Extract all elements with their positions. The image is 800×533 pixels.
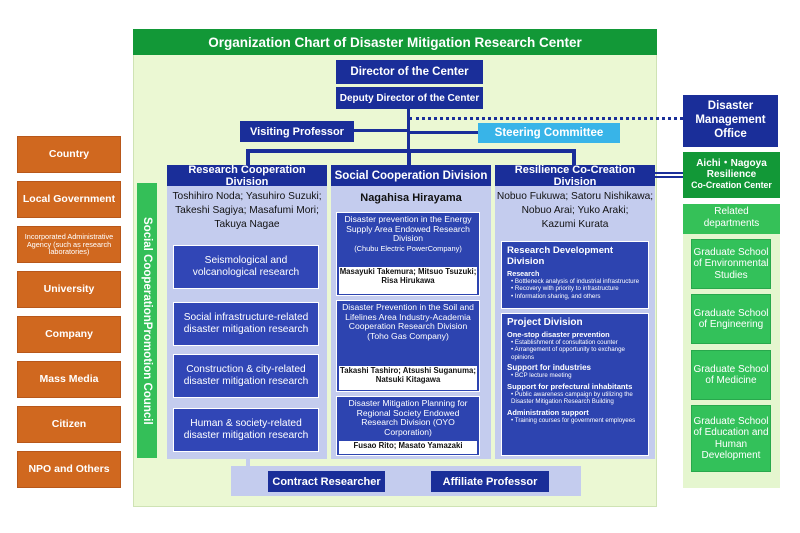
unit-sponsor: (Chubu Electric PowerCompany) xyxy=(354,243,462,253)
project-division-title: Project Division xyxy=(507,317,583,328)
unit-title: Disaster Prevention in the Soil and Life… xyxy=(342,302,474,332)
affiliate-professor-box: Affiliate Professor xyxy=(431,471,549,492)
project-section-heading: One-stop disaster prevention xyxy=(507,330,610,339)
member-line: Takuya Nagae xyxy=(214,218,280,230)
connector-right-drop xyxy=(572,149,576,166)
member-line: Masayuki Takemura; Mitsuo Tsuzuki; xyxy=(339,267,477,276)
related-departments-line: Related xyxy=(714,206,749,217)
connector-steering xyxy=(408,131,478,134)
entity-administrative-agency: Incorporated Administrative Agency (such… xyxy=(17,226,121,263)
dotted-connector-office xyxy=(409,117,683,120)
social-division-head: Nagahisa Hirayama xyxy=(360,192,462,204)
project-item: • BCP lecture meeting xyxy=(511,372,572,380)
unit-title: Disaster Mitigation Planning for Regiona… xyxy=(348,398,468,437)
research-division-title: Research Cooperation Division xyxy=(167,164,327,188)
unit-seismological: Seismological and volcanological researc… xyxy=(173,245,319,289)
research-item: • Bottleneck analysis of industrial infr… xyxy=(511,278,640,285)
project-division-box: Project Division One-stop disaster preve… xyxy=(501,313,649,456)
project-item: • Arrangement of opportunity to exchange… xyxy=(511,346,625,361)
director-box: Director of the Center xyxy=(336,60,483,84)
research-item: • Information sharing, and others xyxy=(511,292,601,300)
member-line: Takeshi Sagiya; Masafumi Mori; xyxy=(175,204,319,216)
entity-citizen: Citizen xyxy=(17,406,121,443)
connector-aichi-double-top xyxy=(649,172,691,174)
project-item: • Establishment of consultation counter xyxy=(511,339,618,346)
unit-construction-city: Construction & city-related disaster mit… xyxy=(173,354,319,398)
school-medicine: Graduate School of Medicine xyxy=(691,350,771,400)
resilience-division-title: Resilience Co-Creation Division xyxy=(495,164,655,188)
disaster-management-office-label: Disaster Management Office xyxy=(695,100,766,140)
related-departments-header: Related departments xyxy=(683,204,780,234)
council-bar: Social CooperationPromotion Council xyxy=(137,183,157,458)
unit-regional-members: Fusao Rito; Masato Yamazaki xyxy=(339,441,477,454)
unit-social-infrastructure: Social infrastructure-related disaster m… xyxy=(173,302,319,346)
member-line: Natsuki Kitagawa xyxy=(375,374,441,384)
member-line: Toshihiro Noda; Yasuhiro Suzuki; xyxy=(172,191,322,202)
research-item: • Recovery with priority to infrastructu… xyxy=(511,285,619,293)
connector-visiting xyxy=(354,129,409,132)
unit-energy-members: Masayuki Takemura; Mitsuo Tsuzuki; Risa … xyxy=(339,267,477,294)
research-development-box: Research Development Division Research •… xyxy=(501,241,649,309)
connector-horizontal-bar xyxy=(246,149,576,153)
resilience-division-members: Nobuo Fukuwa; Satoru Nishikawa; Nobuo Ar… xyxy=(495,190,655,231)
research-development-title: Research Development Division xyxy=(507,245,614,267)
unit-soil-members: Takashi Tashiro; Atsushi Suganuma; Natsu… xyxy=(339,366,477,390)
connector-mid-drop xyxy=(407,149,411,166)
aichi-line: Co-Creation Center xyxy=(691,180,772,190)
unit-human-society: Human & society-related disaster mitigat… xyxy=(173,408,319,452)
member-line: Fusao Rito; Masato Yamazaki xyxy=(353,441,463,450)
school-engineering: Graduate School of Engineering xyxy=(691,294,771,344)
school-education-human-development: Graduate School of Education and Human D… xyxy=(691,405,771,472)
aichi-line: Aichi・Nagoya xyxy=(696,158,767,169)
aichi-line: Resilience xyxy=(706,169,757,180)
deputy-director-box: Deputy Director of the Center xyxy=(336,87,483,109)
entity-npo: NPO and Others xyxy=(17,451,121,488)
school-environmental-studies: Graduate School of Environmental Studies xyxy=(691,239,771,289)
visiting-professor-box: Visiting Professor xyxy=(240,121,354,142)
entity-company: Company xyxy=(17,316,121,353)
unit-sponsor: (Toho Gas Company) xyxy=(367,330,449,341)
council-label: Social CooperationPromotion Council xyxy=(141,216,153,425)
social-division-title: Social Cooperation Division xyxy=(331,165,491,186)
project-section-heading: Administration support xyxy=(507,407,589,417)
research-division-members: Toshihiro Noda; Yasuhiro Suzuki; Takeshi… xyxy=(167,190,327,231)
steering-committee-box: Steering Committee xyxy=(478,123,620,143)
project-item: • Training courses for government employ… xyxy=(511,416,636,424)
unit-title: Disaster prevention in the Energy Supply… xyxy=(344,214,472,244)
related-departments-line: departments xyxy=(703,218,760,229)
member-line: Nobuo Arai; Yuko Araki; xyxy=(521,204,629,216)
disaster-management-office-box: Disaster Management Office xyxy=(683,95,778,147)
connector-bottom-left xyxy=(246,458,250,467)
member-line: Risa Hirukawa xyxy=(381,275,435,285)
entity-country: Country xyxy=(17,136,121,173)
member-line: Takashi Tashiro; Atsushi Suganuma; xyxy=(340,366,476,375)
entity-mass-media: Mass Media xyxy=(17,361,121,398)
entity-local-government: Local Government xyxy=(17,181,121,218)
project-item: • Public awareness campaign by utilizing… xyxy=(511,390,633,406)
project-section-heading: Support for prefectural inhabitants xyxy=(507,381,633,391)
member-line: Kazumi Kurata xyxy=(541,218,609,230)
member-line: Nobuo Fukuwa; Satoru Nishikawa; xyxy=(496,191,654,202)
chart-title: Organization Chart of Disaster Mitigatio… xyxy=(133,29,657,55)
contract-researcher-box: Contract Researcher xyxy=(268,471,385,492)
entity-university: University xyxy=(17,271,121,308)
connector-aichi-double-bottom xyxy=(649,176,691,178)
project-section-heading: Support for industries xyxy=(507,363,591,373)
connector-left-drop xyxy=(246,149,250,166)
research-development-subtitle: Research xyxy=(507,269,540,278)
aichi-nagoya-box: Aichi・Nagoya Resilience Co-Creation Cent… xyxy=(683,152,780,198)
